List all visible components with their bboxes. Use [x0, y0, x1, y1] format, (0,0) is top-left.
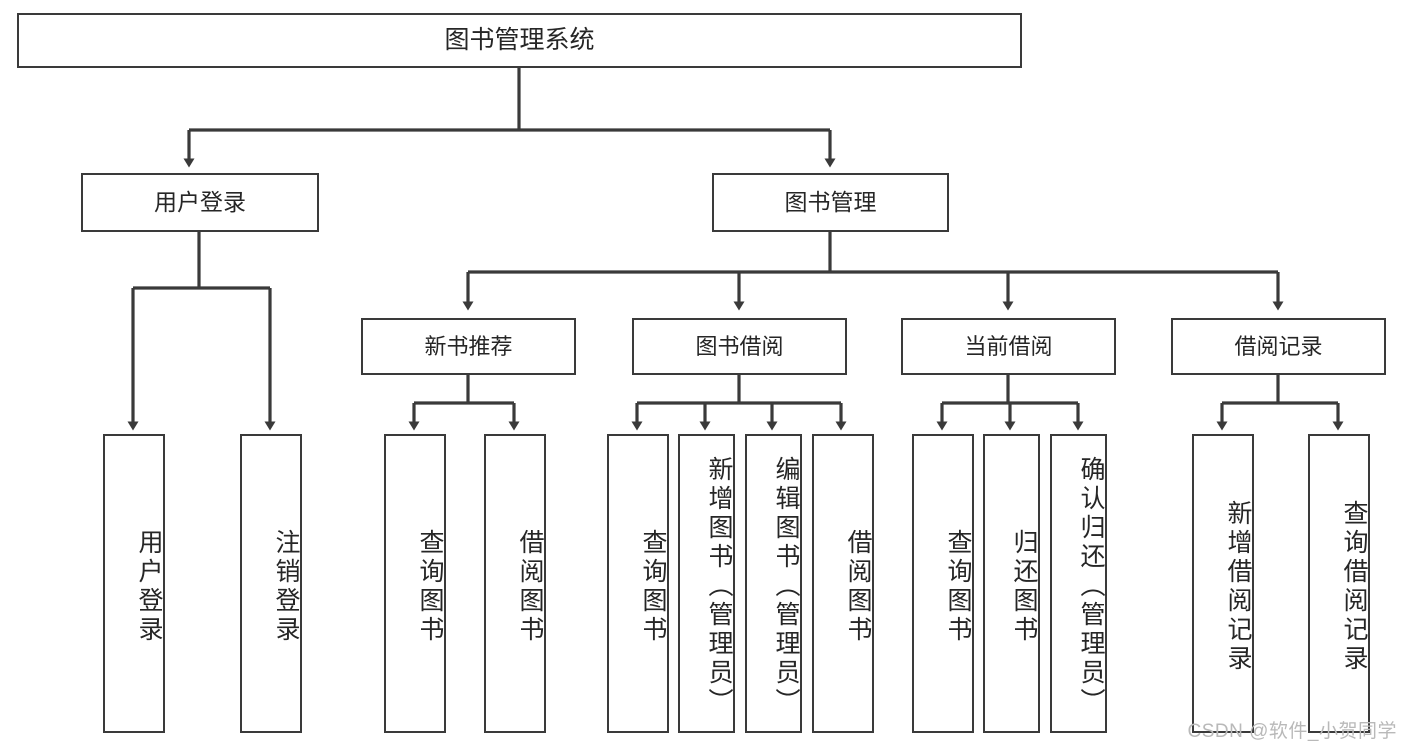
- leaf-query-book-1[interactable]: 查询图书: [384, 434, 446, 733]
- node-current-borrow[interactable]: 当前借阅: [901, 318, 1116, 375]
- leaf-borrow-book-1-label: 借阅图书: [516, 528, 544, 645]
- leaf-return-book-label: 归还图书: [1010, 528, 1038, 645]
- node-user-login-label: 用户登录: [154, 188, 246, 215]
- leaf-query-book-2-label: 查询图书: [639, 528, 667, 645]
- leaf-edit-book[interactable]: 编辑图书（管理员）: [745, 434, 802, 733]
- leaf-confirm-return-label: 确认归还（管理员）: [1077, 456, 1105, 717]
- node-book-manage-label: 图书管理: [784, 188, 877, 215]
- node-book-manage[interactable]: 图书管理: [712, 173, 949, 232]
- leaf-add-record-label: 新增借阅记录: [1224, 499, 1252, 674]
- leaf-borrow-book-2[interactable]: 借阅图书: [812, 434, 874, 733]
- node-borrow-record[interactable]: 借阅记录: [1171, 318, 1386, 375]
- leaf-borrow-book-2-label: 借阅图书: [844, 528, 872, 645]
- node-root[interactable]: 图书管理系统: [17, 13, 1022, 68]
- node-book-borrow-label: 图书借阅: [695, 333, 784, 359]
- leaf-add-record[interactable]: 新增借阅记录: [1192, 434, 1254, 733]
- node-new-book-recommend[interactable]: 新书推荐: [361, 318, 576, 375]
- leaf-query-record-label: 查询借阅记录: [1340, 499, 1368, 674]
- leaf-query-book-1-label: 查询图书: [416, 528, 444, 645]
- leaf-return-book[interactable]: 归还图书: [983, 434, 1040, 733]
- leaf-logout-login[interactable]: 注销登录: [240, 434, 302, 733]
- leaf-edit-book-label: 编辑图书（管理员）: [772, 456, 800, 717]
- leaf-user-login[interactable]: 用户登录: [103, 434, 165, 733]
- node-root-label: 图书管理系统: [444, 25, 595, 54]
- leaf-query-book-3[interactable]: 查询图书: [912, 434, 974, 733]
- leaf-query-record[interactable]: 查询借阅记录: [1308, 434, 1370, 733]
- leaf-add-book[interactable]: 新增图书（管理员）: [678, 434, 735, 733]
- leaf-user-login-label: 用户登录: [135, 528, 163, 645]
- node-user-login[interactable]: 用户登录: [81, 173, 319, 232]
- leaf-logout-login-label: 注销登录: [272, 528, 300, 645]
- leaf-query-book-3-label: 查询图书: [944, 528, 972, 645]
- leaf-add-book-label: 新增图书（管理员）: [705, 456, 733, 717]
- watermark: CSDN @软件_小贺同学: [1187, 721, 1397, 742]
- node-borrow-record-label: 借阅记录: [1234, 333, 1323, 359]
- leaf-query-book-2[interactable]: 查询图书: [607, 434, 669, 733]
- node-current-borrow-label: 当前借阅: [964, 333, 1053, 359]
- leaf-confirm-return[interactable]: 确认归还（管理员）: [1050, 434, 1107, 733]
- node-book-borrow[interactable]: 图书借阅: [632, 318, 847, 375]
- leaf-borrow-book-1[interactable]: 借阅图书: [484, 434, 546, 733]
- node-new-book-recommend-label: 新书推荐: [424, 333, 513, 359]
